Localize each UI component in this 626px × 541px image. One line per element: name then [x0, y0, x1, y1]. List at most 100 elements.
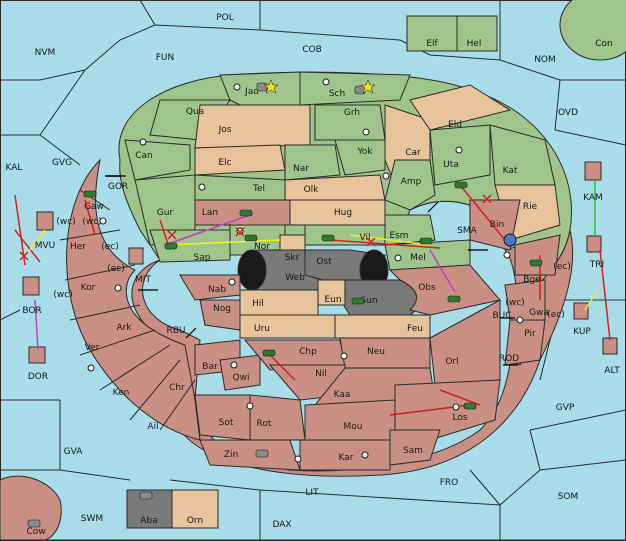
army-unit-icon[interactable]	[463, 402, 477, 410]
region-Con[interactable]	[559, 0, 626, 61]
label-Mou: Mou	[344, 422, 363, 432]
supply-center-icon	[382, 172, 390, 180]
supply-center-icon	[362, 128, 370, 136]
crescent-borders	[59, 189, 196, 431]
region-Qwi[interactable]	[219, 354, 261, 391]
region-BOR[interactable]	[22, 276, 40, 296]
label-ec-kup: (ec)	[547, 310, 565, 320]
label-Sun: Sun	[360, 296, 377, 306]
region-Amp[interactable]	[384, 159, 436, 211]
region-ALT[interactable]	[602, 337, 618, 355]
army-unit-icon[interactable]	[83, 190, 97, 198]
label-SWM: SWM	[81, 514, 103, 524]
region-Tel[interactable]	[194, 174, 286, 201]
fleet-unit-icon[interactable]	[255, 449, 269, 458]
label-NVM: NVM	[35, 48, 56, 58]
region-Rot[interactable]	[249, 394, 306, 441]
label-Orl: Orl	[445, 357, 458, 367]
label-Zin: Zin	[224, 450, 238, 460]
region-Sap[interactable]	[149, 229, 231, 263]
region-Nar[interactable]	[284, 144, 341, 181]
fleet-unit-icon[interactable]	[256, 82, 268, 92]
region-Mou[interactable]	[304, 399, 396, 441]
label-Nog: Nog	[213, 304, 231, 314]
label-COB: COB	[302, 45, 322, 55]
region-Neu[interactable]	[339, 337, 431, 369]
region-Esm[interactable]	[384, 214, 436, 246]
region-TRI[interactable]	[586, 235, 602, 253]
region-Hel[interactable]	[456, 15, 498, 52]
label-MVU: MVU	[35, 241, 56, 251]
supply-center-icon	[230, 361, 238, 369]
region-Bge[interactable]	[514, 234, 561, 276]
label-Kor: Kor	[81, 283, 96, 293]
army-unit-icon[interactable]	[321, 234, 335, 242]
label-ec-bge: (ec)	[553, 262, 571, 272]
label-Web: Web	[285, 273, 305, 283]
star-markers	[263, 79, 376, 94]
label-Nab: Nab	[208, 285, 226, 295]
supply-centers	[87, 78, 524, 463]
region-Orn[interactable]	[171, 489, 219, 529]
label-LIT: LIT	[305, 488, 319, 498]
label-Feu: Feu	[407, 324, 423, 334]
supply-center-icon	[503, 251, 511, 259]
supply-center-icon	[99, 217, 107, 225]
label-Mel: Mel	[410, 253, 426, 263]
order-arrows	[14, 175, 611, 416]
region-MVU[interactable]	[36, 211, 54, 231]
fleet-unit-icon[interactable]	[139, 491, 153, 500]
army-unit-icon[interactable]	[454, 181, 468, 189]
supply-center-icon	[87, 364, 95, 372]
star-icon	[360, 79, 376, 94]
supply-center-icon	[340, 352, 348, 360]
label-Uru: Uru	[254, 324, 270, 334]
region-Zin[interactable]	[199, 439, 301, 471]
label-wc-gwa: (wc)	[505, 298, 524, 308]
label-Bge: Bge	[523, 275, 541, 285]
region-Nab[interactable]	[179, 274, 241, 301]
label-Orn: Orn	[187, 516, 203, 526]
region-KAM[interactable]	[584, 161, 602, 181]
army-unit-icon[interactable]	[239, 209, 253, 217]
label-ALT: ALT	[604, 366, 620, 376]
label-Gwa: Gwa	[529, 308, 549, 318]
label-KAL: KAL	[6, 163, 23, 173]
army-unit-icon[interactable]	[244, 234, 258, 242]
region-KUP[interactable]	[573, 302, 589, 320]
supply-center-icon	[228, 278, 236, 286]
region-Nog[interactable]	[199, 299, 241, 331]
army-unit-icon[interactable]	[351, 297, 365, 305]
region-Eld[interactable]	[409, 84, 512, 131]
region-Elc[interactable]	[194, 144, 286, 176]
army-unit-icon[interactable]	[419, 237, 433, 245]
region-DOR[interactable]	[28, 346, 46, 364]
region-Olk[interactable]	[284, 174, 386, 201]
region-Sam[interactable]	[389, 429, 441, 466]
label-FUN: FUN	[156, 53, 175, 63]
label-Elf: Elf	[426, 39, 438, 49]
region-left-crescent	[66, 158, 201, 441]
star-icon	[263, 79, 279, 94]
region-Elf[interactable]	[406, 15, 458, 52]
label-SOM: SOM	[558, 492, 579, 502]
region-Jos[interactable]	[194, 104, 311, 149]
region-Obs[interactable]	[388, 264, 501, 316]
label-Qwi: Qwi	[233, 373, 250, 383]
army-unit-icon[interactable]	[164, 242, 178, 250]
army-unit-icon[interactable]	[529, 259, 543, 267]
fleet-unit-icon[interactable]	[27, 519, 41, 528]
label-wc-kor: (wc)	[53, 290, 72, 300]
region-Yok[interactable]	[334, 139, 386, 176]
region-Vil[interactable]	[304, 224, 386, 246]
label-Neu: Neu	[367, 347, 385, 357]
label-Nor: Nor	[254, 242, 270, 252]
army-unit-icon[interactable]	[447, 295, 461, 303]
region-Pir[interactable]	[504, 319, 546, 366]
region-Can[interactable]	[124, 139, 191, 181]
region-Sun[interactable]	[339, 279, 420, 316]
label-Ail: Ail	[147, 422, 158, 432]
region-Uta[interactable]	[429, 124, 491, 186]
label-Gaw: Gaw	[84, 202, 104, 212]
army-unit-icon[interactable]	[262, 349, 276, 357]
